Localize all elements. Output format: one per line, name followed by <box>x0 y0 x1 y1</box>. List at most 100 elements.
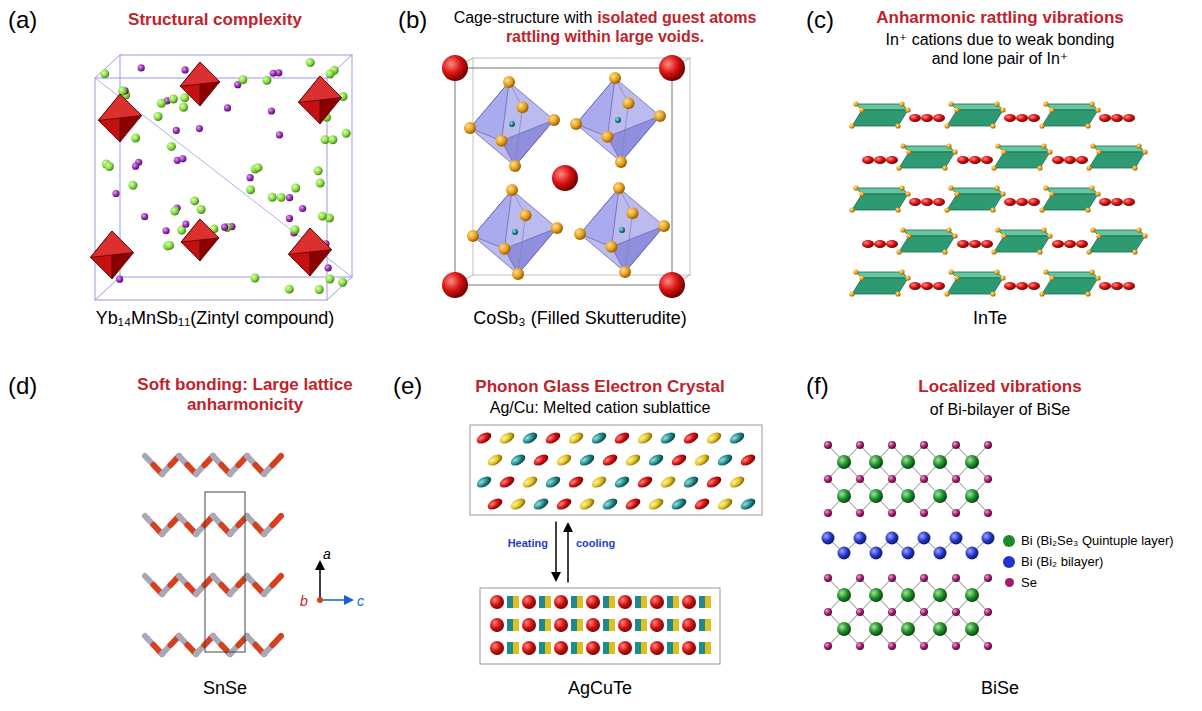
smeared-atom <box>682 430 700 446</box>
smeared-atom <box>544 430 562 446</box>
sb-atom <box>627 207 639 219</box>
te-atom <box>849 207 854 212</box>
se-atom <box>952 509 960 517</box>
te-atom <box>944 207 949 212</box>
smeared-atom <box>728 474 746 490</box>
text-label: In⁺ cations due to weak bonding and lone… <box>872 30 1128 68</box>
sb-atom <box>268 107 275 114</box>
inte4-prism <box>1042 194 1098 210</box>
yb-atom <box>328 135 337 144</box>
co-atom <box>509 121 515 127</box>
smeared-atom <box>613 430 631 446</box>
octahedron-edge <box>518 215 526 274</box>
in-cation <box>909 198 921 206</box>
te-atom <box>1136 227 1141 232</box>
te-atom <box>522 641 536 655</box>
te-atom <box>1039 207 1044 212</box>
sb-atom <box>179 155 186 162</box>
te-atom <box>946 143 951 148</box>
te-atom <box>1043 101 1048 106</box>
te-atom <box>1037 249 1042 254</box>
yb-atom <box>190 196 199 205</box>
smeared-atom <box>601 496 619 512</box>
smeared-atom <box>567 474 585 490</box>
in-cation <box>862 156 874 164</box>
smeared-atom <box>521 474 539 490</box>
se-bond <box>273 636 282 645</box>
te-atom <box>954 191 959 196</box>
in-cation <box>1028 114 1040 122</box>
sb-atom <box>173 127 180 134</box>
smeared-atom <box>670 452 688 468</box>
sb-atom <box>247 174 254 181</box>
sb-atom <box>570 118 582 130</box>
te-atom <box>994 185 999 190</box>
legend-row: Bi (Bi₂ bilayer) <box>1003 554 1103 570</box>
bi-atom <box>902 547 915 560</box>
panel-heading: Anharmonic rattling vibrations <box>850 8 1150 28</box>
sb-atom <box>325 264 332 271</box>
se-atom <box>856 475 864 483</box>
se-atom <box>888 441 896 449</box>
cu-cation <box>667 596 673 608</box>
te-atom <box>896 249 901 254</box>
yb-atom <box>131 134 140 143</box>
smeared-atom <box>509 452 527 468</box>
cu-cation <box>635 596 641 608</box>
se-atom <box>888 475 896 483</box>
se-atom <box>824 441 832 449</box>
smeared-atom <box>590 474 608 490</box>
cu-cation <box>571 642 577 654</box>
te-atom <box>895 123 900 128</box>
te-atom <box>1142 149 1147 154</box>
unit-cell <box>470 425 762 515</box>
bi-atom <box>918 532 931 545</box>
te-atom <box>952 233 957 238</box>
panel-letter: (c) <box>806 6 846 35</box>
text-label: a <box>323 546 343 563</box>
bi-atom <box>869 622 883 636</box>
se-atom <box>856 574 864 582</box>
yb-atom <box>325 275 334 284</box>
te-atom <box>682 618 696 632</box>
sb-atom <box>132 163 139 170</box>
smeared-atom <box>475 474 493 490</box>
te-atom <box>1085 207 1090 212</box>
te-atom <box>1095 107 1100 112</box>
in-cation <box>933 282 945 290</box>
bi-atom <box>934 547 947 560</box>
cu-cation <box>699 619 705 631</box>
bi-atom <box>966 547 979 560</box>
cu-cation <box>507 642 513 654</box>
sb-atom <box>138 64 145 71</box>
sb-atom <box>509 160 521 172</box>
te-atom <box>554 595 568 609</box>
se-atom <box>856 642 864 650</box>
cu-cation <box>635 642 641 654</box>
in-cation <box>1052 156 1064 164</box>
bi-atom <box>933 489 947 503</box>
in-cation <box>1004 198 1016 206</box>
te-atom <box>1086 249 1091 254</box>
se-atom <box>920 608 928 616</box>
in-cation <box>1028 198 1040 206</box>
in-cation <box>1111 282 1123 290</box>
text-label: Yb₁₄MnSb₁₁(Zintyl compound) <box>45 308 385 330</box>
cu-cation <box>603 642 609 654</box>
te-atom <box>1132 249 1137 254</box>
smeared-atom <box>578 452 596 468</box>
legend-swatch <box>1003 535 1015 547</box>
te-atom <box>1096 149 1101 154</box>
ag-cation <box>673 642 679 654</box>
in-cation <box>1004 282 1016 290</box>
ag-cation <box>577 619 583 631</box>
smeared-atom <box>636 430 654 446</box>
te-atom <box>1089 269 1094 274</box>
smeared-atom <box>613 474 631 490</box>
bi-atom <box>869 455 883 469</box>
legend-text: Bi (Bi₂ bilayer) <box>1021 554 1103 570</box>
sb-atom <box>658 220 670 232</box>
panel-letter: (d) <box>8 372 48 401</box>
